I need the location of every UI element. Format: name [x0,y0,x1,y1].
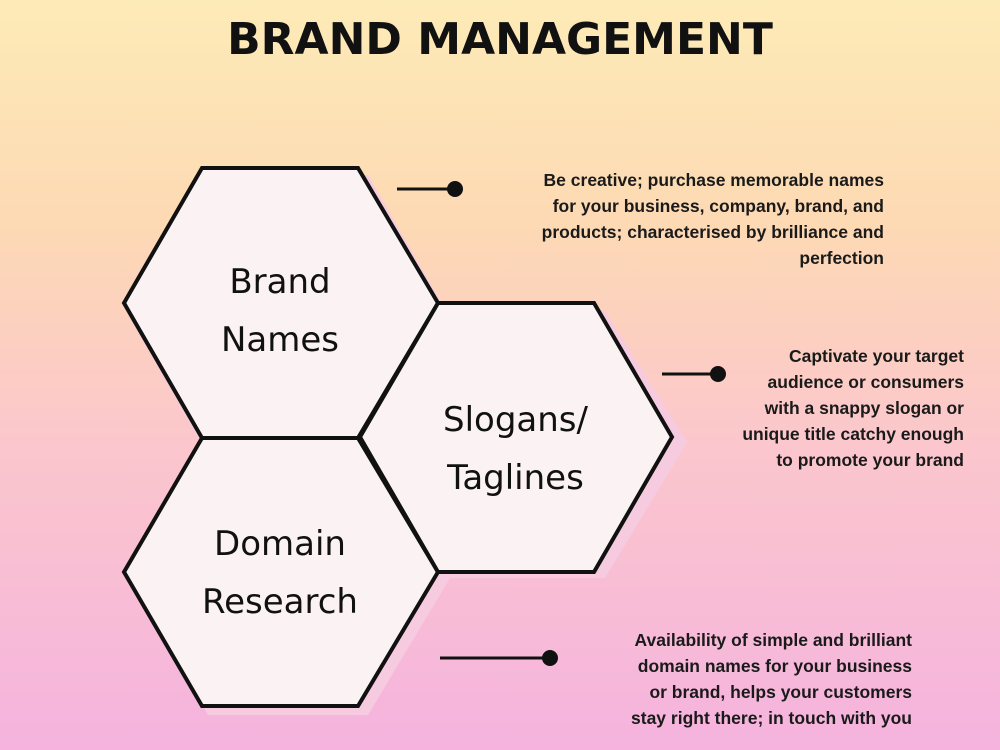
hexagon-label-line: Brand [229,262,331,302]
description-line: stay right there; in touch with you [631,708,912,728]
description-line: or brand, helps your customers [649,682,912,702]
hexagon-label-line: Slogans/ [443,400,588,440]
hexagon-domain-research [121,436,441,708]
description-line: products; characterised by brilliance an… [541,222,884,242]
description-line: to promote your brand [776,450,964,470]
description-slogans-taglines: Captivate your target audience or consum… [684,343,964,473]
hexagon-label-domain-research: Domain Research [170,515,390,631]
connector-2 [662,366,726,382]
description-line: unique title catchy enough [742,424,964,444]
connector-dot-3 [542,650,558,666]
page-title: BRAND MANAGEMENT [227,14,773,65]
description-line: with a snappy slogan or [764,398,964,418]
description-line: for your business, company, brand, and [552,196,884,216]
description-line: Availability of simple and brilliant [634,630,912,650]
hexagon-label-line: Names [220,320,340,360]
connector-dot-1 [447,181,463,197]
connector-dot-2 [710,366,726,382]
hexagon-label-line: Research [202,582,358,622]
description-line: perfection [799,248,884,268]
hexagon-label-line: Taglines [447,458,584,498]
hexagon-label-brand-names: Brand Names [180,253,380,369]
hexagon-slogans-taglines [357,301,675,574]
description-line: Captivate your target [788,346,964,366]
hexagon-label-line: Domain [214,524,346,564]
description-line: audience or consumers [767,372,964,392]
connector-1 [397,181,463,197]
hexagon-label-slogans-taglines: Slogans/ Taglines [408,391,623,507]
description-line: Be creative; purchase memorable names [543,170,884,190]
description-line: domain names for your business [637,656,912,676]
description-domain-research: Availability of simple and brilliant dom… [552,627,912,731]
description-brand-names: Be creative; purchase memorable names fo… [464,167,884,271]
connector-3 [440,650,558,666]
